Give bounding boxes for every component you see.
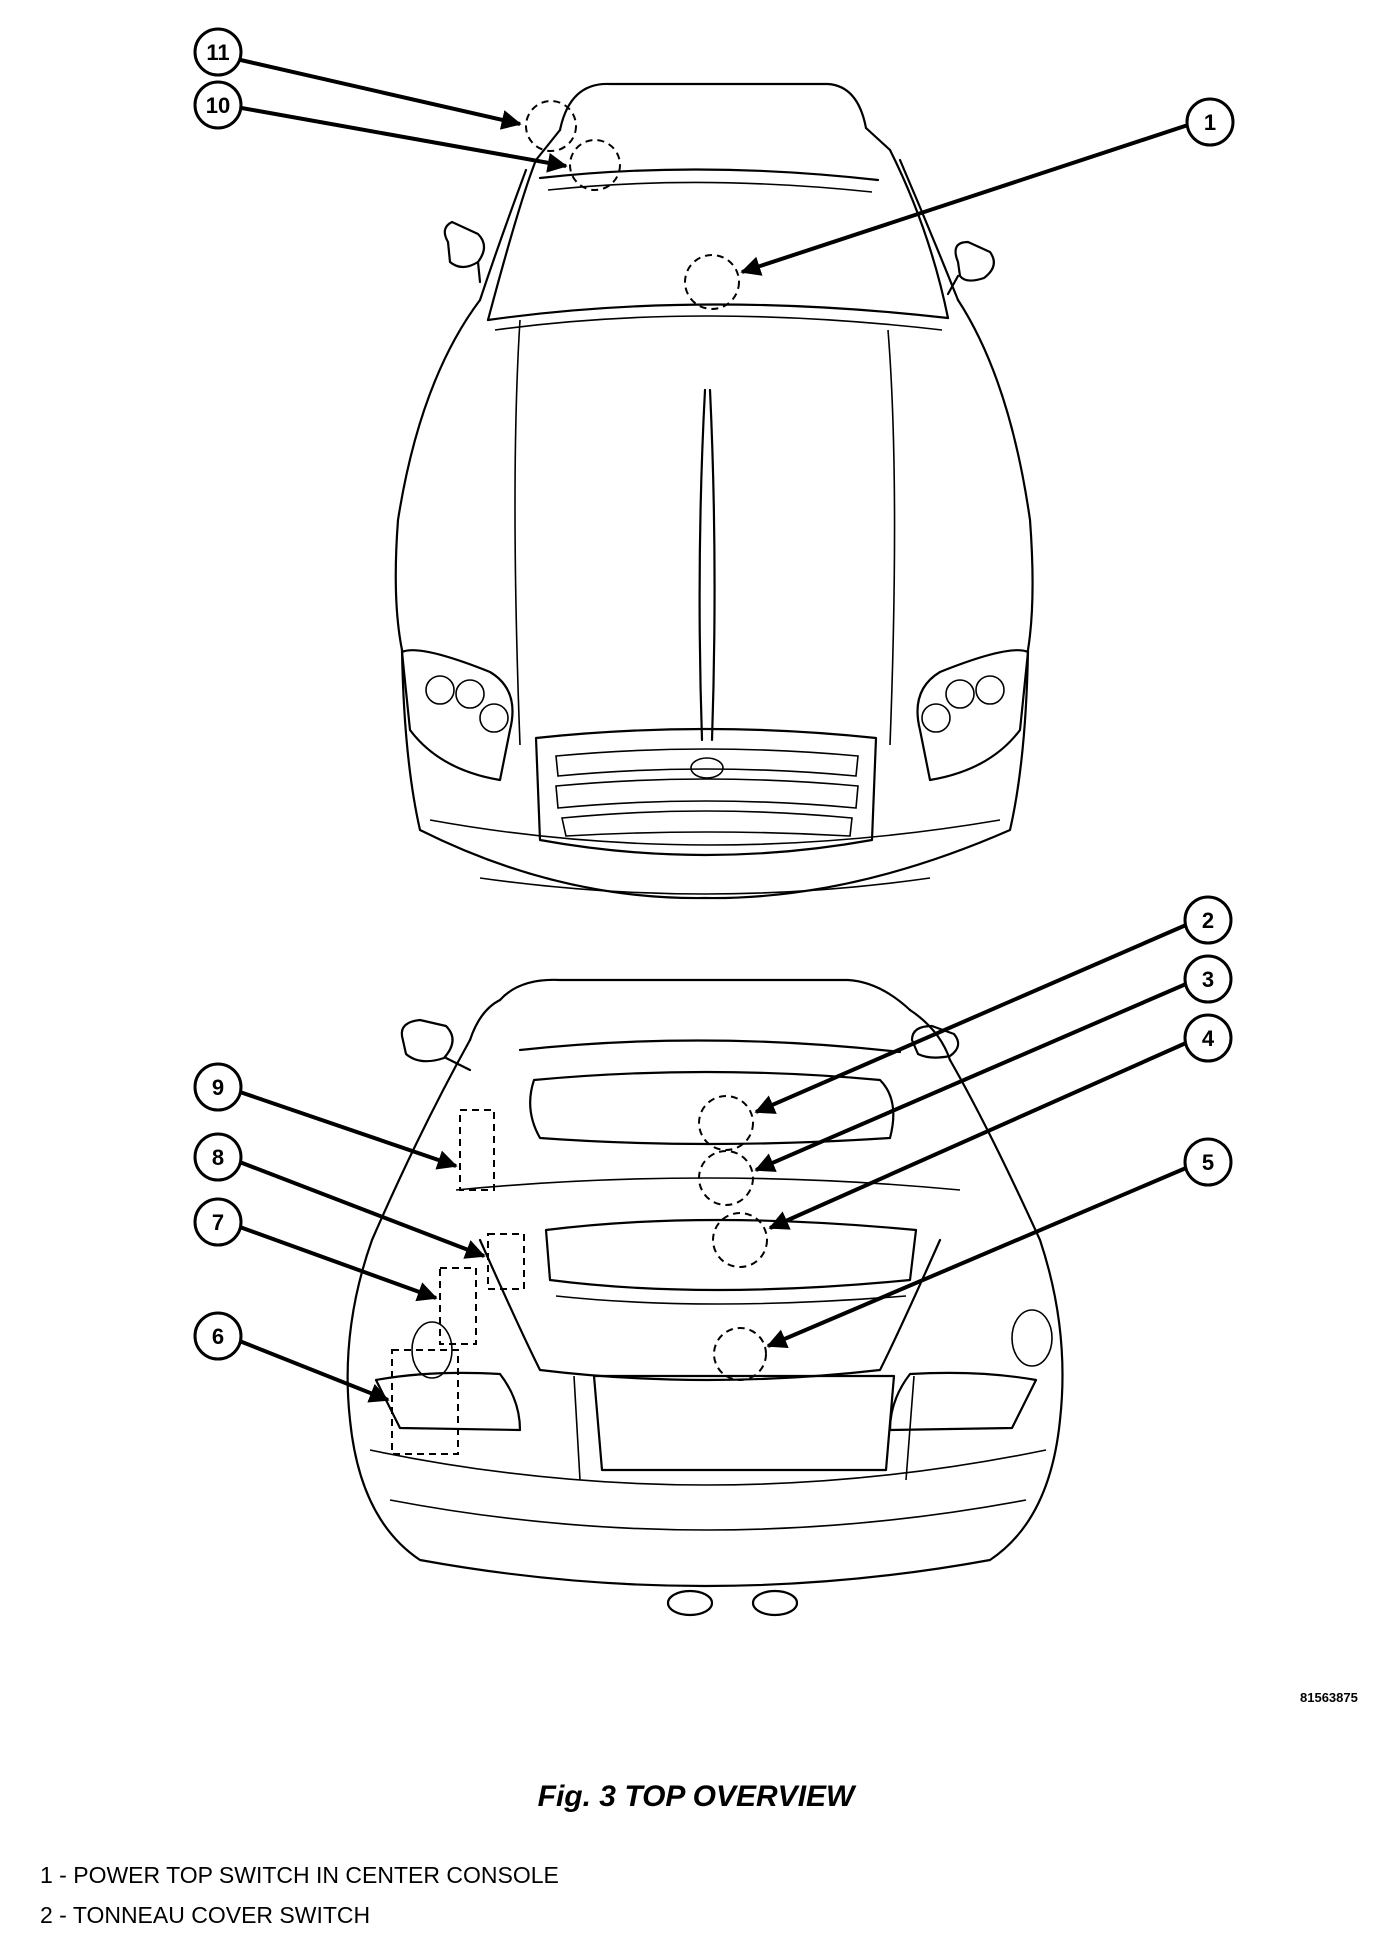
target-7 [439, 1267, 477, 1345]
callout-badge-7: 7 [193, 1197, 243, 1247]
callout-badge-3: 3 [1183, 954, 1233, 1004]
target-5 [713, 1327, 767, 1381]
legend-item: 1 - POWER TOP SWITCH IN CENTER CONSOLE [40, 1862, 559, 1888]
figure-code: 81563875 [1300, 1690, 1358, 1705]
callout-number: 3 [1202, 967, 1214, 992]
callout-number: 7 [212, 1210, 224, 1235]
rear-view-car [346, 978, 1064, 1617]
callout-number: 4 [1202, 1026, 1215, 1051]
callout-number: 8 [212, 1145, 224, 1170]
callout-badge-9: 9 [193, 1062, 243, 1112]
target-9 [459, 1109, 495, 1191]
callout-badge-2: 2 [1183, 895, 1233, 945]
callout-targets [391, 100, 768, 1455]
target-4 [712, 1212, 768, 1268]
callout-number: 10 [206, 93, 230, 118]
target-3 [698, 1150, 754, 1206]
callout-number: 2 [1202, 908, 1214, 933]
callout-number: 1 [1204, 110, 1216, 135]
target-2 [698, 1095, 754, 1151]
callout-badge-4: 4 [1183, 1013, 1233, 1063]
legend-item: 2 - TONNEAU COVER SWITCH [40, 1902, 371, 1928]
callout-number: 9 [212, 1075, 224, 1100]
callout-badge-8: 8 [193, 1132, 243, 1182]
target-1 [684, 254, 740, 310]
target-6 [391, 1349, 459, 1455]
callout-number: 6 [212, 1324, 224, 1349]
callout-badge-11: 11 [193, 27, 243, 77]
figure-caption: Fig. 3 TOP OVERVIEW [537, 1780, 855, 1813]
target-11 [525, 100, 577, 152]
callout-badge-10: 10 [193, 80, 243, 130]
vehicle-diagram: 1 2 3 4 5 6 7 8 9 10 11 [193, 27, 1235, 1617]
callout-number: 11 [206, 40, 229, 65]
callout-number: 5 [1202, 1150, 1214, 1175]
front-view-car [394, 82, 1034, 900]
legend-list: 1 - POWER TOP SWITCH IN CENTER CONSOLE 2… [40, 1858, 559, 1938]
target-10 [569, 139, 621, 191]
target-8 [487, 1233, 525, 1290]
leader-arrows [231, 56, 1189, 1403]
callout-badge-5: 5 [1183, 1137, 1233, 1187]
callout-badge-1: 1 [1185, 97, 1235, 147]
callout-badge-6: 6 [193, 1311, 243, 1361]
